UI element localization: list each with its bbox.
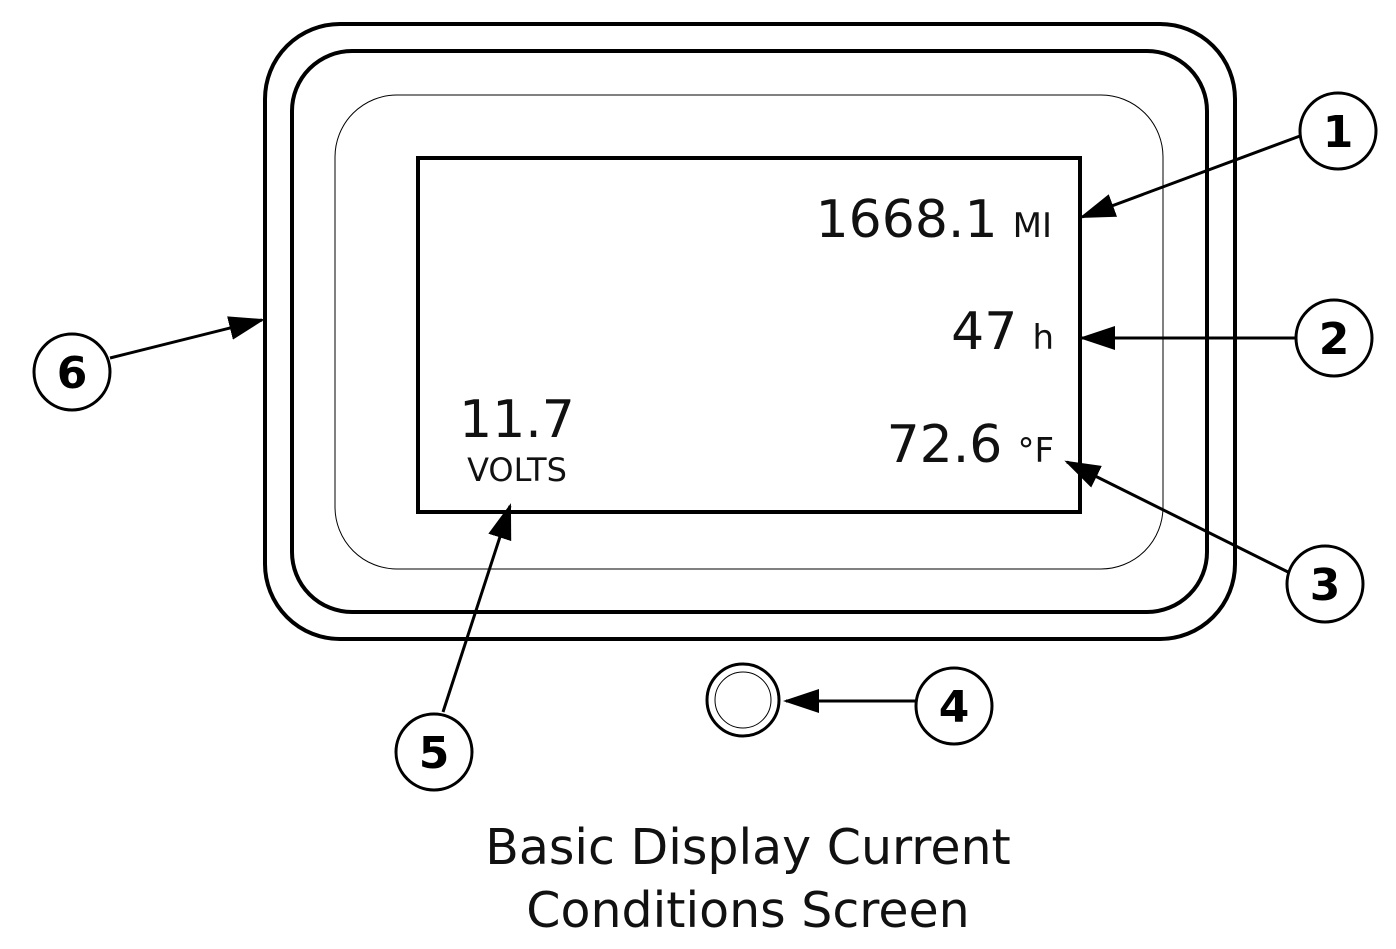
callout-6-arrow <box>109 316 265 360</box>
callout-3-arrow <box>1064 460 1289 574</box>
svg-text:2: 2 <box>1319 314 1350 365</box>
display-housing-outer <box>263 22 1237 641</box>
svg-text:5: 5 <box>419 728 450 779</box>
callout-5: 5 <box>394 712 474 792</box>
svg-text:6: 6 <box>57 348 88 399</box>
voltage-value: 11.7 <box>459 390 575 450</box>
callout-2: 2 <box>1294 298 1374 378</box>
callout-3: 3 <box>1285 544 1365 624</box>
temperature-readout: 72.6 °F <box>887 415 1054 475</box>
hours-readout: 47 h <box>951 302 1054 362</box>
svg-text:3: 3 <box>1310 560 1341 611</box>
display-screen <box>416 156 1082 514</box>
display-lens-outline <box>334 94 1164 570</box>
display-button[interactable] <box>705 662 781 738</box>
display-button-inner <box>714 671 772 729</box>
svg-text:1: 1 <box>1323 107 1354 158</box>
svg-text:4: 4 <box>939 682 970 733</box>
odometer-readout: 1668.1 MI <box>816 190 1052 250</box>
callout-5-arrow <box>441 503 512 713</box>
display-bezel <box>290 49 1209 614</box>
callout-1: 1 <box>1298 91 1378 171</box>
callout-4: 4 <box>914 666 994 746</box>
caption-line-2: Conditions Screen <box>526 882 969 939</box>
voltage-unit: VOLTS <box>467 451 567 489</box>
callout-6: 6 <box>32 332 112 412</box>
callout-1-arrow <box>1079 134 1301 219</box>
caption-line-1: Basic Display Current <box>485 819 1011 876</box>
